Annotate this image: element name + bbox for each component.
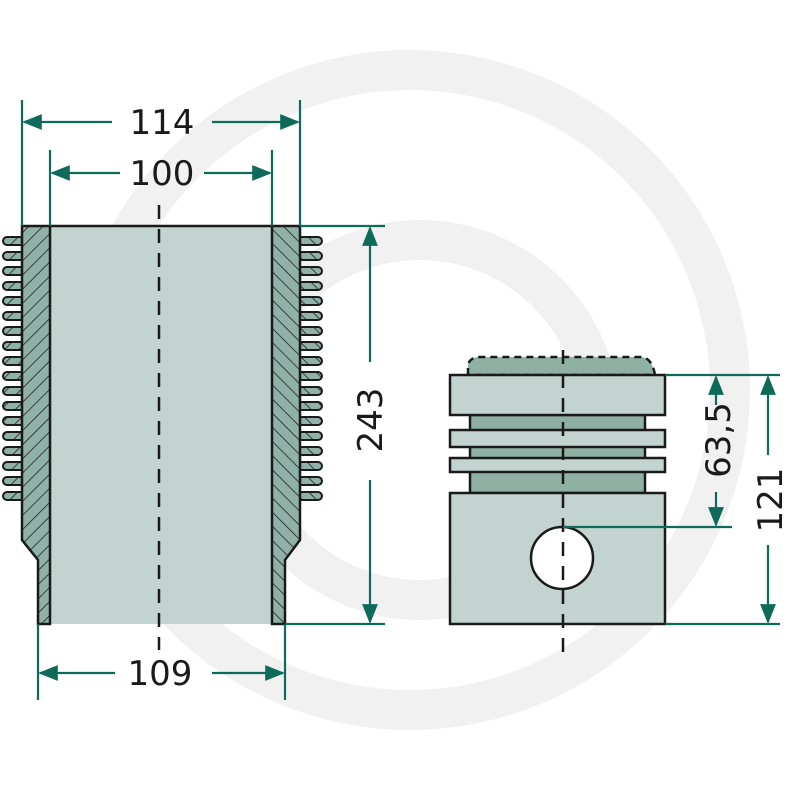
cooling-fin xyxy=(297,341,323,351)
top-land xyxy=(448,373,667,417)
cooling-fin xyxy=(297,476,323,486)
cooling-fin xyxy=(297,386,323,396)
piston-crown xyxy=(466,355,657,377)
outer-diameter-label: 114 xyxy=(130,103,195,143)
bore-label: 100 xyxy=(130,154,195,194)
cooling-fin xyxy=(297,461,323,471)
ring-2 xyxy=(448,456,667,474)
cooling-fin xyxy=(297,371,323,381)
piston-dimensions: 63,5 121 xyxy=(563,373,791,626)
wall-left xyxy=(20,224,52,626)
cooling-fin xyxy=(297,416,323,426)
cylinder-bore xyxy=(50,226,272,624)
length-label: 243 xyxy=(351,388,391,453)
compression-height-label: 63,5 xyxy=(699,402,739,478)
total-height-label: 121 xyxy=(751,468,791,533)
cooling-fin xyxy=(297,251,323,261)
cylinder-dimensions: 114 100 109 243 xyxy=(20,100,391,700)
fins-right xyxy=(297,236,323,501)
bottom-diameter-label: 109 xyxy=(128,654,193,694)
cooling-fin xyxy=(297,401,323,411)
cooling-fin xyxy=(297,326,323,336)
cooling-fin xyxy=(297,296,323,306)
cooling-fin xyxy=(297,431,323,441)
cooling-fin xyxy=(297,491,323,501)
piston xyxy=(448,350,667,655)
cooling-fin xyxy=(297,281,323,291)
cooling-fin xyxy=(297,236,323,246)
cooling-fin xyxy=(297,266,323,276)
ring-grooves xyxy=(468,413,647,495)
cooling-fin xyxy=(297,311,323,321)
cylinder-liner xyxy=(2,205,323,650)
cooling-fin xyxy=(297,356,323,366)
cooling-fin xyxy=(297,446,323,456)
ring-1 xyxy=(448,428,667,449)
